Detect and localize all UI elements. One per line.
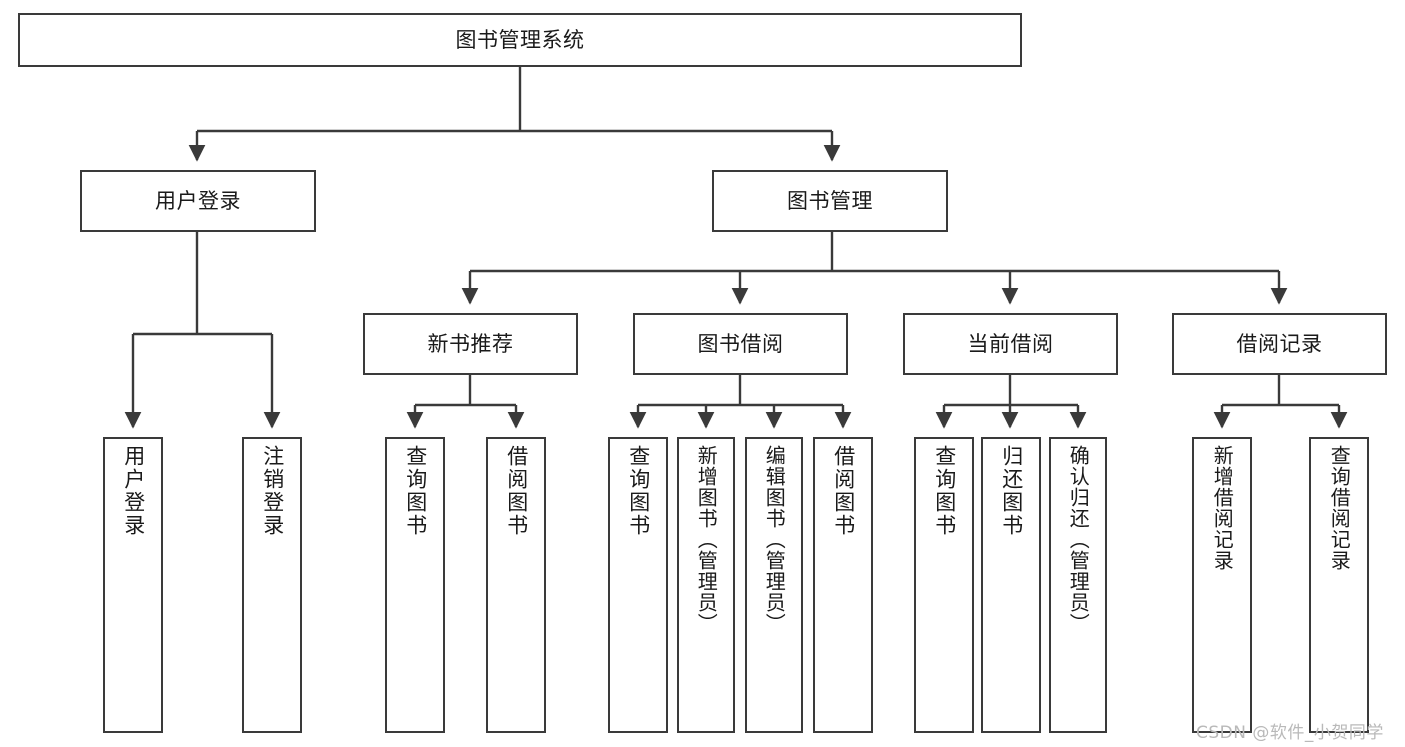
node-leaf-logout-label: 注销登录 xyxy=(260,445,285,537)
node-current-borrow-label: 当前借阅 xyxy=(967,331,1054,356)
node-leaf-user-login-label: 用户登录 xyxy=(121,445,146,537)
node-leaf-query-book-2-label: 查询图书 xyxy=(626,445,651,537)
node-leaf-add-record-label: 新增借阅记录 xyxy=(1210,445,1235,571)
csdn-watermark: CSDN @软件_小贺同学 xyxy=(1196,723,1384,743)
node-root[interactable]: 图书管理系统 xyxy=(18,13,1022,67)
node-leaf-confirm-return-label: 确认归还（管理员） xyxy=(1066,445,1091,634)
node-user-login[interactable]: 用户登录 xyxy=(80,170,316,232)
node-leaf-borrow-book-2-label: 借阅图书 xyxy=(831,445,856,537)
node-leaf-query-book-3-label: 查询图书 xyxy=(932,445,957,537)
node-leaf-return-book[interactable]: 归还图书 xyxy=(981,437,1041,733)
node-leaf-query-book-2[interactable]: 查询图书 xyxy=(608,437,668,733)
node-book-manage-label: 图书管理 xyxy=(787,188,873,213)
node-current-borrow[interactable]: 当前借阅 xyxy=(903,313,1118,375)
node-borrow-record-label: 借阅记录 xyxy=(1236,331,1323,356)
node-user-login-label: 用户登录 xyxy=(155,188,241,213)
node-leaf-query-record[interactable]: 查询借阅记录 xyxy=(1309,437,1369,733)
node-leaf-add-book[interactable]: 新增图书（管理员） xyxy=(677,437,735,733)
node-leaf-add-record[interactable]: 新增借阅记录 xyxy=(1192,437,1252,733)
node-borrow-record[interactable]: 借阅记录 xyxy=(1172,313,1387,375)
node-leaf-logout[interactable]: 注销登录 xyxy=(242,437,302,733)
node-leaf-borrow-book-1[interactable]: 借阅图书 xyxy=(486,437,546,733)
node-leaf-edit-book-label: 编辑图书（管理员） xyxy=(762,445,787,634)
node-book-manage[interactable]: 图书管理 xyxy=(712,170,948,232)
node-leaf-return-book-label: 归还图书 xyxy=(999,445,1024,537)
node-leaf-add-book-label: 新增图书（管理员） xyxy=(694,445,719,634)
node-root-label: 图书管理系统 xyxy=(455,27,585,52)
node-leaf-query-book-1[interactable]: 查询图书 xyxy=(385,437,445,733)
node-leaf-query-book-3[interactable]: 查询图书 xyxy=(914,437,974,733)
node-leaf-borrow-book-1-label: 借阅图书 xyxy=(504,445,529,537)
node-new-book-recommend[interactable]: 新书推荐 xyxy=(363,313,578,375)
node-leaf-query-record-label: 查询借阅记录 xyxy=(1327,445,1352,571)
node-book-borrow[interactable]: 图书借阅 xyxy=(633,313,848,375)
node-leaf-confirm-return[interactable]: 确认归还（管理员） xyxy=(1049,437,1107,733)
node-new-book-recommend-label: 新书推荐 xyxy=(427,331,514,356)
node-leaf-edit-book[interactable]: 编辑图书（管理员） xyxy=(745,437,803,733)
node-leaf-query-book-1-label: 查询图书 xyxy=(403,445,428,537)
node-leaf-user-login[interactable]: 用户登录 xyxy=(103,437,163,733)
node-book-borrow-label: 图书借阅 xyxy=(697,331,784,356)
node-leaf-borrow-book-2[interactable]: 借阅图书 xyxy=(813,437,873,733)
